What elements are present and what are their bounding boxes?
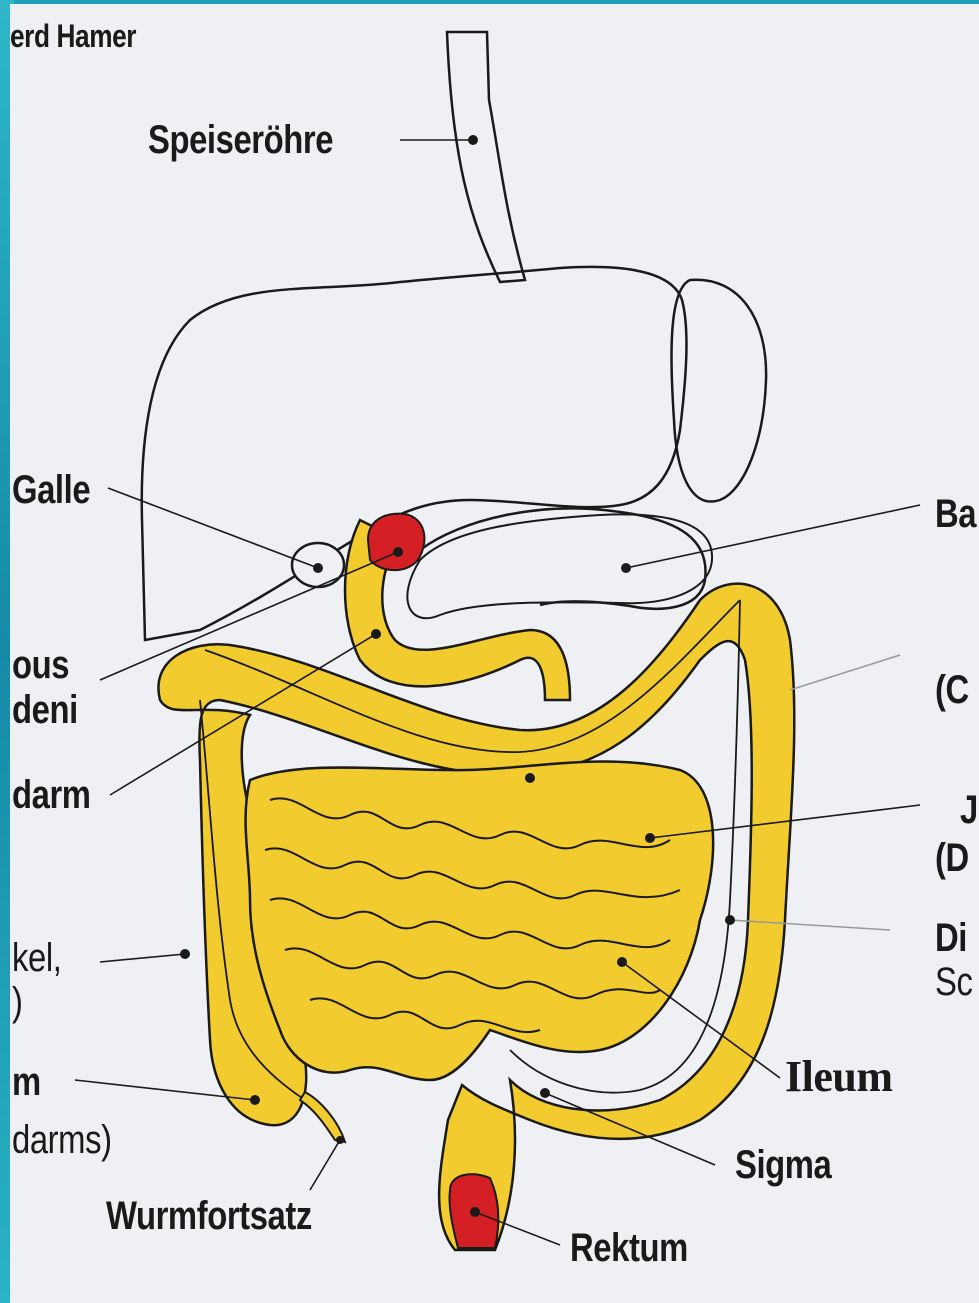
label-rektum: Rektum [570, 1228, 688, 1268]
label-duodenum-fragment: (D [935, 838, 969, 878]
label-duodeni-fragment: deni [12, 690, 78, 730]
label-darm-fragment: darm [12, 775, 91, 815]
small-intestine-shape [246, 762, 714, 1080]
label-sigma: Sigma [735, 1145, 831, 1185]
liver-shape [142, 267, 687, 640]
label-ileum: Ileum [785, 1055, 893, 1099]
author-label: erd Hamer [10, 20, 136, 52]
appendix-shape [300, 1092, 345, 1142]
label-jejunum-fragment: J [960, 790, 978, 830]
label-winkel-fragment: kel, [12, 938, 61, 978]
label-caecum-fragment: m [12, 1062, 41, 1102]
label-colon-fragment: (C [935, 670, 969, 710]
label-schlinge-fragment: Sc [935, 962, 972, 1002]
label-bauch-fragment: Ba [935, 494, 976, 534]
label-paren-fragment: ) [12, 982, 23, 1022]
label-wurmfortsatz: Wurmfortsatz [106, 1196, 312, 1236]
label-dick-fragment: Di [935, 918, 967, 958]
stomach-shape [420, 508, 706, 608]
label-blinddarms-fragment: darms) [12, 1120, 112, 1160]
label-bulbus-fragment: ous [12, 645, 69, 685]
label-speiseroehre: Speiseröhre [148, 120, 333, 160]
esophagus-shape [447, 32, 525, 282]
label-galle: Galle [12, 470, 90, 510]
